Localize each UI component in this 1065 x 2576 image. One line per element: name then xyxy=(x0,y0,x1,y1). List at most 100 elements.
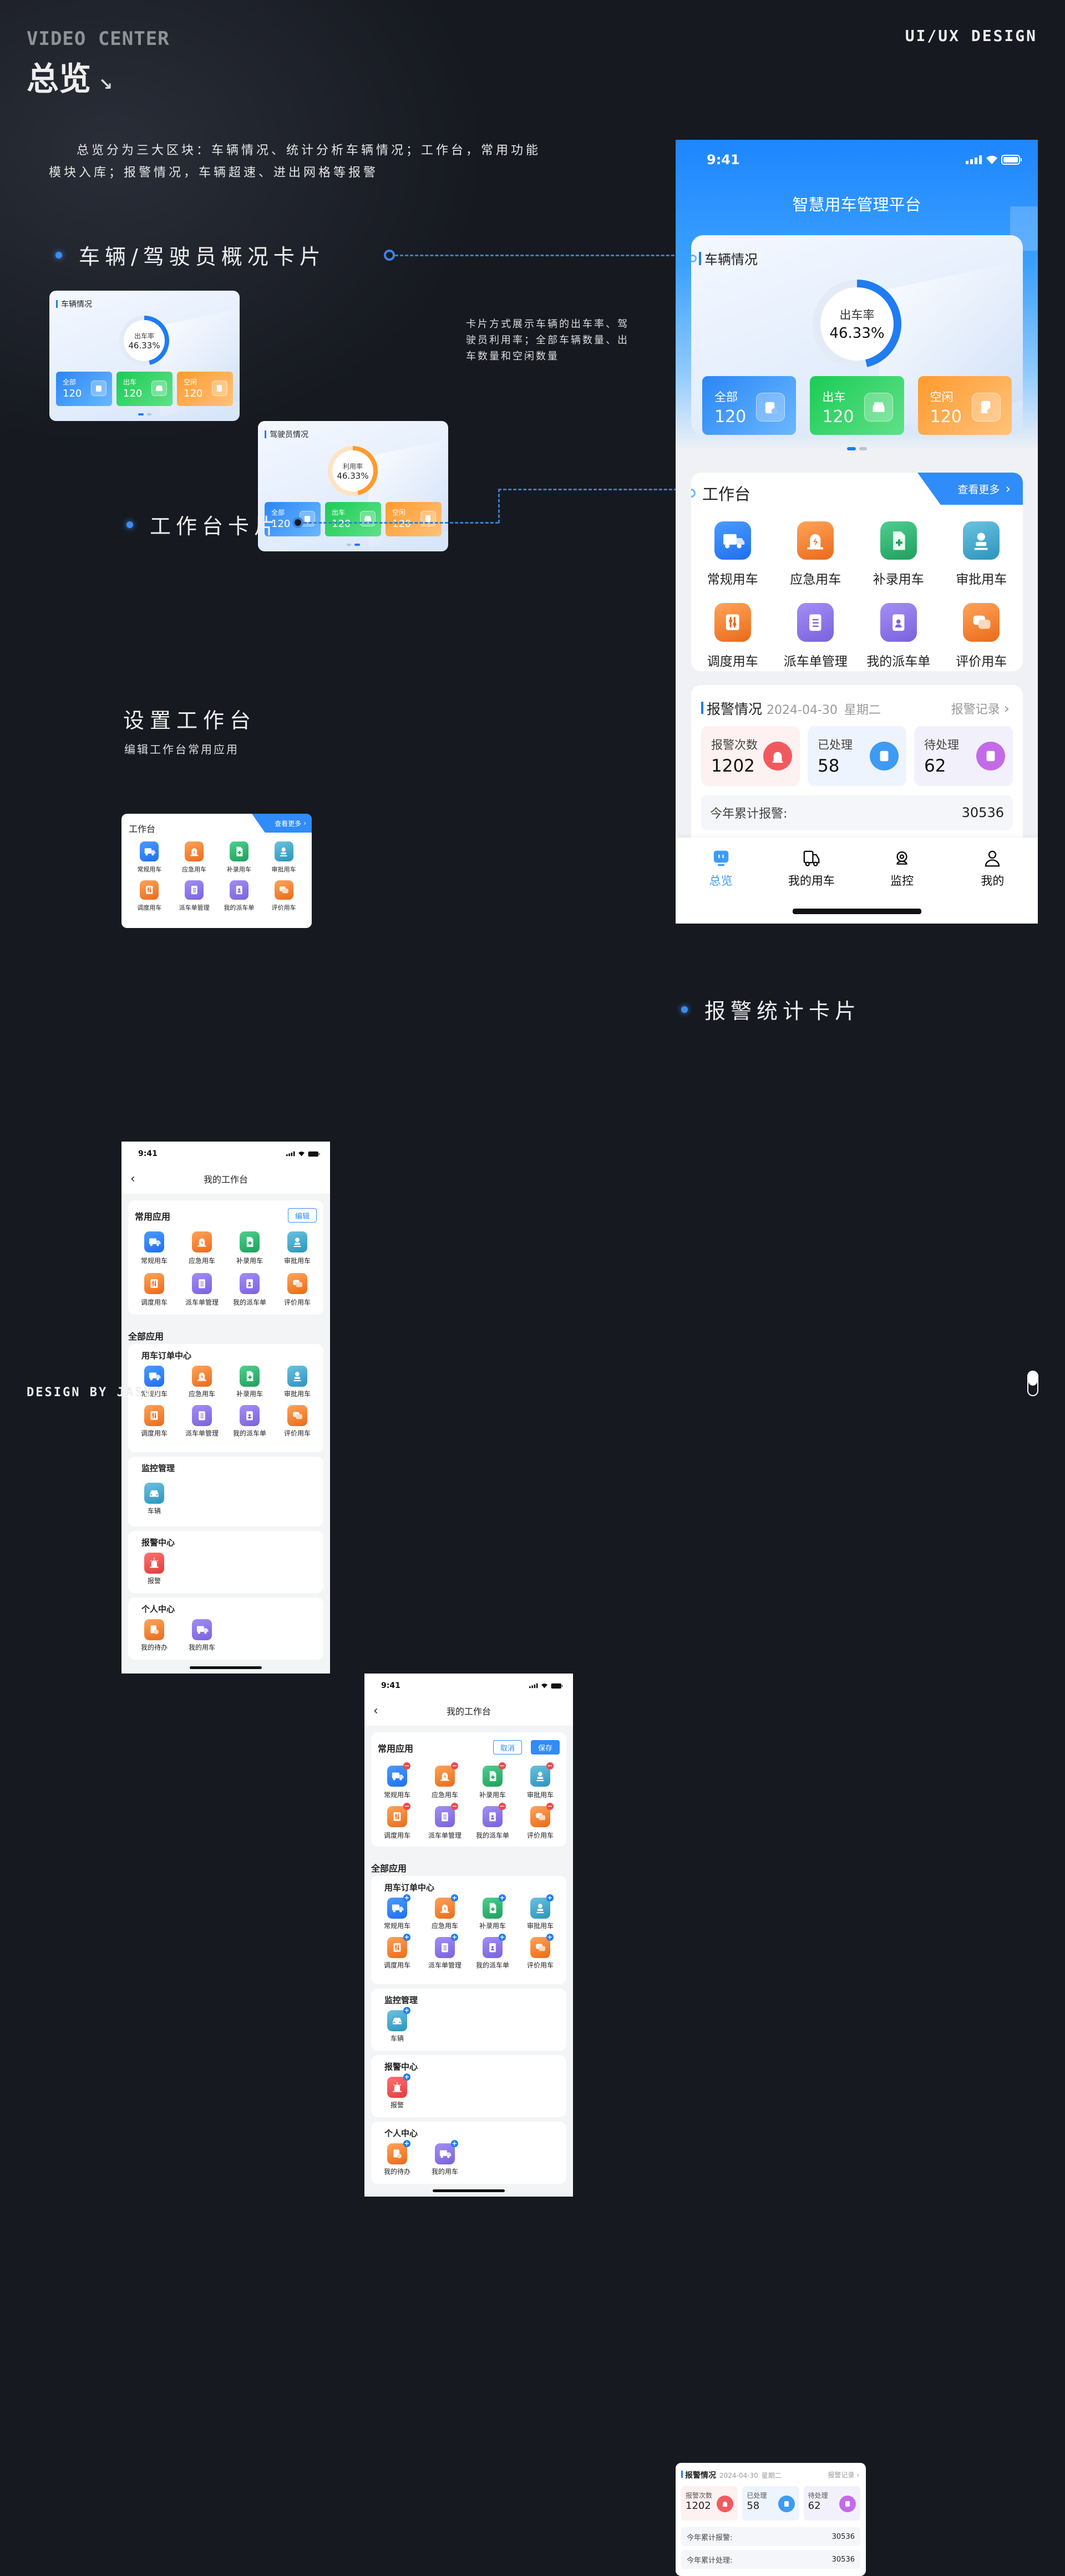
app-item[interactable]: 应急用车 xyxy=(178,1231,226,1265)
app-item[interactable]: 审批用车 xyxy=(261,841,306,874)
remove-badge-icon[interactable]: − xyxy=(403,1802,410,1810)
add-badge-icon[interactable]: + xyxy=(450,1893,458,1902)
app-item[interactable]: 我的用车 xyxy=(178,1619,226,1652)
add-badge-icon[interactable]: + xyxy=(450,1933,458,1941)
app-item[interactable]: 我的待办 xyxy=(130,1619,178,1652)
app-item[interactable]: −我的派车单 xyxy=(469,1802,516,1840)
app-item[interactable]: 常规用车 xyxy=(127,841,172,874)
remove-badge-icon[interactable]: − xyxy=(546,1802,554,1810)
app-item[interactable]: 报警 xyxy=(130,1553,178,1585)
view-more-button[interactable]: 查看更多› xyxy=(252,814,312,833)
app-item[interactable]: +调度用车 xyxy=(373,1933,421,1970)
app-item[interactable]: 评价用车 xyxy=(273,1272,321,1307)
app-item[interactable]: +派车单管理 xyxy=(421,1933,469,1970)
app-item[interactable]: 派车单管理 xyxy=(178,1272,226,1307)
app-item[interactable]: −应急用车 xyxy=(421,1762,469,1799)
view-more-button[interactable]: 查看更多› xyxy=(917,473,1023,505)
add-badge-icon[interactable]: + xyxy=(403,1933,410,1941)
app-item[interactable]: 调度用车 xyxy=(130,1272,178,1307)
app-item[interactable]: 补录用车 xyxy=(857,521,940,587)
app-item[interactable]: 评价用车 xyxy=(261,880,306,912)
app-item[interactable]: +车辆 xyxy=(373,2006,421,2043)
app-item[interactable]: 补录用车 xyxy=(226,1231,273,1265)
workbench-card[interactable]: 工作台 查看更多› 常规用车应急用车补录用车审批用车调度用车派车单管理我的派车单… xyxy=(691,473,1023,671)
add-badge-icon[interactable]: + xyxy=(498,1893,506,1902)
app-item[interactable]: 车辆 xyxy=(130,1483,178,1515)
pager-dot[interactable] xyxy=(859,447,867,450)
app-item[interactable]: 常规用车 xyxy=(691,521,774,587)
app-item[interactable]: 审批用车 xyxy=(273,1366,321,1398)
tab-0[interactable]: 总览 xyxy=(676,849,766,924)
app-item[interactable]: 评价用车 xyxy=(940,603,1023,669)
app-item[interactable]: 我的派车单 xyxy=(857,603,940,669)
tab-3[interactable]: 我的 xyxy=(947,849,1038,924)
app-item[interactable]: 常规用车 xyxy=(130,1366,178,1398)
app-item[interactable]: −调度用车 xyxy=(373,1802,421,1840)
back-chevron-icon[interactable]: ‹ xyxy=(130,1172,135,1186)
app-item[interactable]: 我的派车单 xyxy=(226,1272,273,1307)
app-item[interactable]: 审批用车 xyxy=(273,1231,321,1265)
app-item[interactable]: +评价用车 xyxy=(516,1934,564,1970)
app-item[interactable]: −常规用车 xyxy=(373,1762,421,1799)
add-badge-icon[interactable]: + xyxy=(546,1893,554,1902)
app-item[interactable]: 应急用车 xyxy=(178,1366,226,1398)
add-badge-icon[interactable]: + xyxy=(403,2072,410,2081)
cancel-button[interactable]: 取消 xyxy=(493,1740,522,1754)
remove-badge-icon[interactable]: − xyxy=(546,1761,554,1770)
add-badge-icon[interactable]: + xyxy=(403,1893,410,1902)
app-item[interactable]: 补录用车 xyxy=(226,1366,273,1398)
app-item[interactable]: +应急用车 xyxy=(421,1894,469,1930)
app-item[interactable]: 常规用车 xyxy=(130,1231,178,1265)
save-button[interactable]: 保存 xyxy=(531,1740,560,1754)
remove-badge-icon[interactable]: − xyxy=(498,1761,506,1770)
scroll-indicator-icon[interactable] xyxy=(1027,1371,1038,1396)
add-badge-icon[interactable]: + xyxy=(403,2139,410,2148)
app-item[interactable]: −派车单管理 xyxy=(421,1802,469,1840)
app-item[interactable]: 应急用车 xyxy=(774,521,858,587)
app-item[interactable]: +我的待办 xyxy=(373,2139,421,2176)
app-item[interactable]: 派车单管理 xyxy=(178,1404,226,1438)
app-item[interactable]: +审批用车 xyxy=(516,1894,564,1930)
alarm-record-link[interactable]: 报警记录 › xyxy=(951,699,1010,717)
add-badge-icon[interactable]: + xyxy=(450,2139,458,2148)
add-badge-icon[interactable]: + xyxy=(403,2006,410,2015)
app-item[interactable]: 派车单管理 xyxy=(774,603,858,669)
app-item[interactable]: 调度用车 xyxy=(127,880,172,912)
app-item[interactable]: +我的用车 xyxy=(421,2139,469,2176)
pager-dot-active[interactable] xyxy=(354,544,360,546)
remove-badge-icon[interactable]: − xyxy=(450,1761,458,1770)
app-item[interactable]: 补录用车 xyxy=(217,841,262,874)
app-item[interactable]: −评价用车 xyxy=(516,1802,564,1840)
app-item[interactable]: +我的派车单 xyxy=(469,1934,516,1970)
tab-1[interactable]: 我的用车 xyxy=(766,849,856,924)
remove-badge-icon[interactable]: − xyxy=(403,1761,410,1770)
app-item[interactable]: 应急用车 xyxy=(172,841,217,874)
app-item[interactable]: 调度用车 xyxy=(691,603,774,669)
back-chevron-icon[interactable]: ‹ xyxy=(373,1703,378,1718)
remove-badge-icon[interactable]: − xyxy=(450,1802,458,1810)
remove-badge-icon[interactable]: − xyxy=(498,1802,506,1810)
tab-2[interactable]: 监控 xyxy=(857,849,947,924)
app-item[interactable]: 审批用车 xyxy=(940,521,1023,587)
app-item[interactable]: 调度用车 xyxy=(130,1404,178,1438)
pager-dot-active[interactable] xyxy=(846,447,856,450)
app-item[interactable]: 我的派车单 xyxy=(217,880,262,912)
workbench-card-preview[interactable]: 工作台 查看更多› 常规用车应急用车补录用车审批用车调度用车派车单管理我的派车单… xyxy=(121,814,312,928)
